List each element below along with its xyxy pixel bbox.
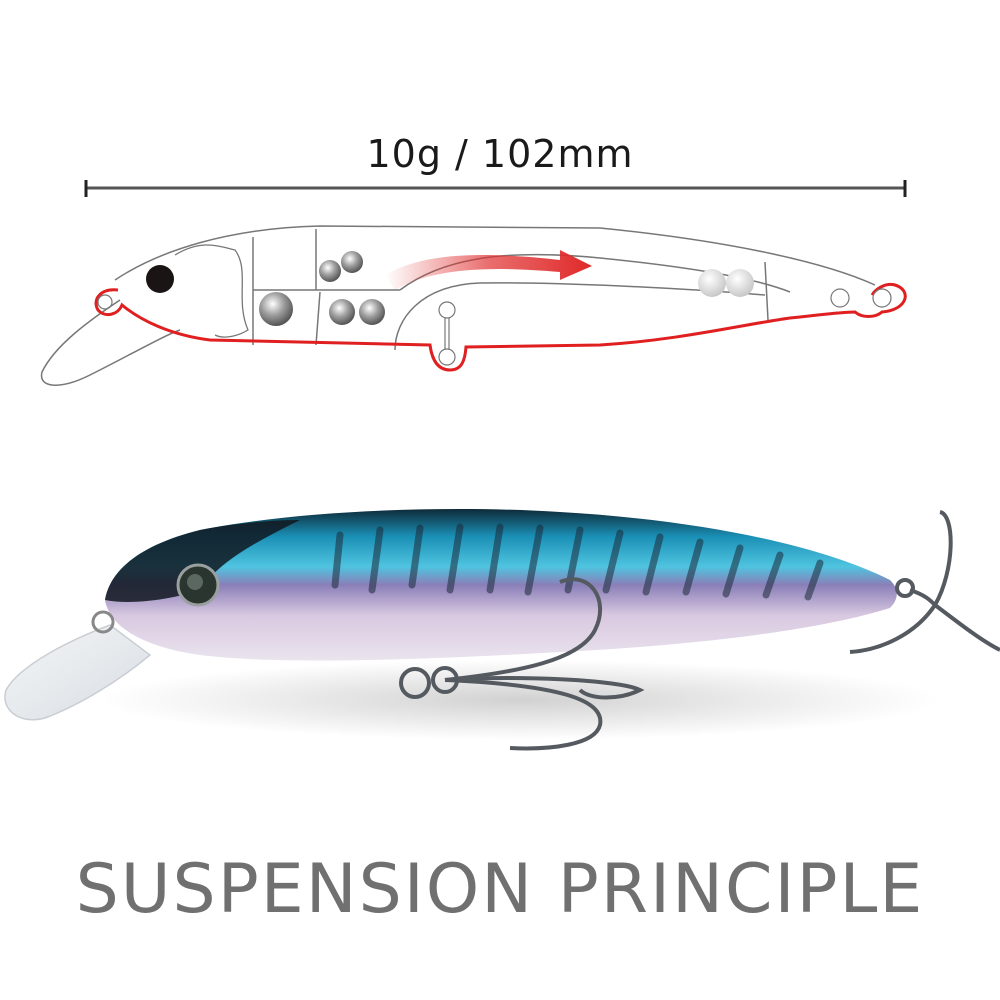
weight-ball-icon	[359, 299, 385, 325]
suspension-highlight-line	[94, 282, 907, 372]
lure-cross-section-diagram	[40, 225, 907, 386]
weight-ball-icon	[726, 269, 754, 297]
dimension-label: 10g / 102mm	[366, 132, 634, 176]
weight-transfer-arrow-icon	[385, 250, 592, 290]
eye-icon	[146, 265, 174, 293]
dimension-bar	[84, 180, 907, 197]
page-title: SUSPENSION PRINCIPLE	[75, 850, 925, 929]
lure-product-photo	[4, 509, 1000, 751]
weight-ball-icon	[698, 269, 726, 297]
weight-ball-icon	[329, 299, 355, 325]
treble-hook-belly	[399, 577, 645, 751]
treble-hook-tail	[849, 510, 1000, 654]
weight-ball-icon	[341, 251, 363, 273]
weight-ball-icon	[319, 260, 341, 282]
weight-ball-icon	[259, 292, 293, 326]
diving-lip	[4, 624, 152, 721]
